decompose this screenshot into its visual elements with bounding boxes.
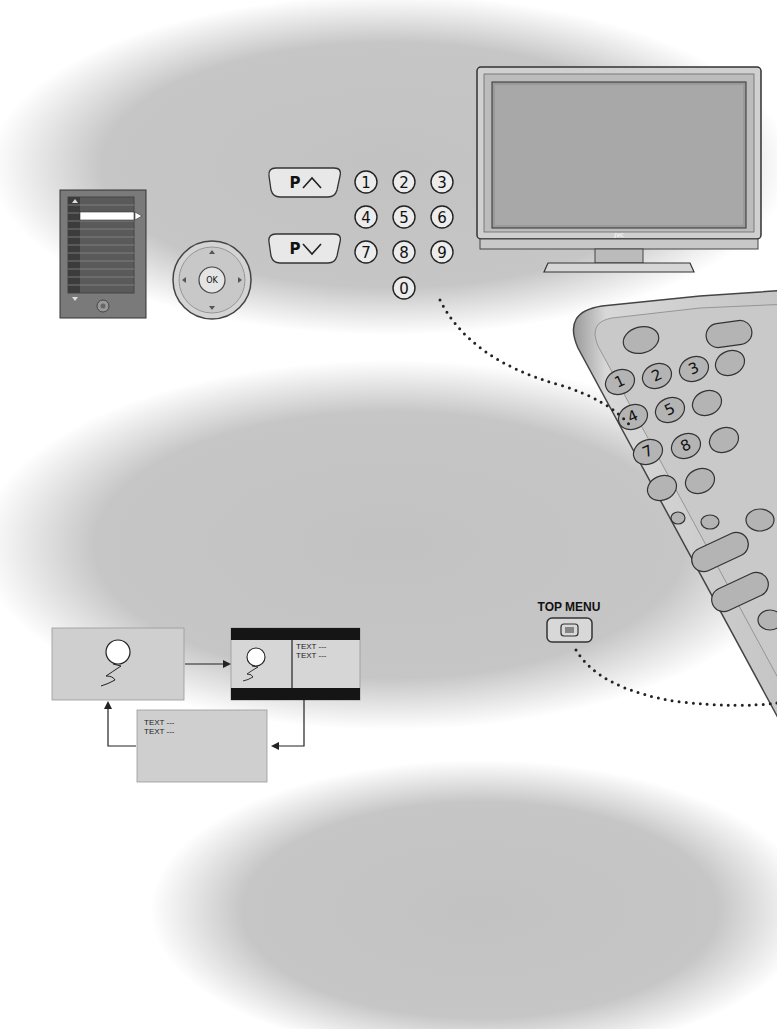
number-key: 4 [361,211,371,226]
number-key: 3 [437,176,447,191]
number-key: 1 [361,176,371,191]
number-key: 6 [437,211,447,226]
button-label: P [290,176,301,191]
screen-box: TEXT ---TEXT --- [231,628,364,700]
screen-text: TEXT --- [144,718,271,727]
screen-text: TEXT --- [296,642,364,651]
number-key: 2 [399,176,409,191]
screen-text: TEXT --- [296,651,364,660]
button-name: TOP MENU [538,601,601,613]
number-key: 8 [399,246,409,261]
number-key: 7 [361,246,371,261]
number-key: 5 [399,211,409,226]
flow-arrow [271,700,304,750]
number-key: 9 [437,246,447,261]
number-key: 0 [399,282,409,297]
screen-box: TEXT ---TEXT --- [137,710,271,782]
ok-label: OK [206,277,218,285]
button-label: P [290,242,301,257]
brand-logo: JVC [614,233,623,238]
screen-text: TEXT --- [144,727,271,736]
